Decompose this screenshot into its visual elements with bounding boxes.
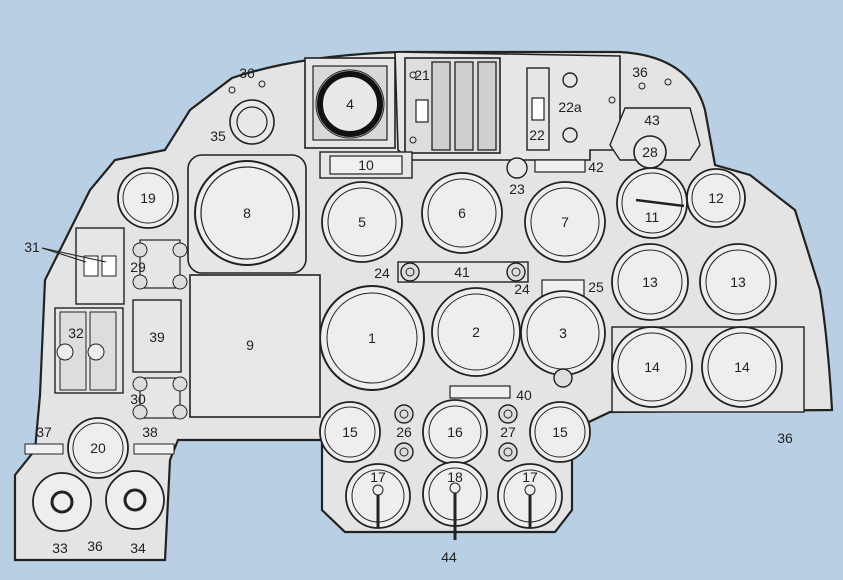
label-36-top-left: 36 [239,65,255,81]
label-16: 16 [447,424,463,440]
plate-42 [534,159,586,173]
label-15-right: 15 [552,424,568,440]
knob-34 [105,470,165,530]
label-28: 28 [642,144,658,160]
label-14-left: 14 [644,359,660,375]
label-6: 6 [458,205,466,221]
label-25: 25 [588,279,604,295]
label-2: 2 [472,324,480,340]
gauge-13-left [611,243,689,321]
label-37: 37 [36,424,52,440]
label-14-right: 14 [734,359,750,375]
label-27: 27 [500,424,516,440]
label-12: 12 [708,190,724,206]
bar-41 [397,261,529,283]
label-15-left: 15 [342,424,358,440]
label-3: 3 [559,325,567,341]
gauge-15-left [319,401,381,463]
label-10: 10 [358,157,374,173]
label-40: 40 [516,387,532,403]
label-26: 26 [396,424,412,440]
label-39: 39 [149,329,165,345]
gauge-20 [67,417,129,479]
label-22a: 22a [558,99,582,115]
label-43: 43 [644,112,660,128]
plate-37 [24,443,64,455]
label-30: 30 [130,391,146,407]
gauge-14-right [701,326,783,408]
gauge-14-left [611,326,693,408]
plate-38 [133,443,175,455]
label-23: 23 [509,181,525,197]
gauge-8 [194,160,300,266]
switch-box-31 [75,227,125,305]
label-36-bottom: 36 [87,538,103,554]
label-34: 34 [130,540,146,556]
label-22: 22 [529,127,545,143]
gauge-5 [321,181,403,263]
gauge-12 [686,168,746,228]
gauge-18 [422,461,488,540]
label-17-right: 17 [522,469,538,485]
gauge-2 [431,287,521,377]
label-35: 35 [210,128,226,144]
label-13-right: 13 [730,274,746,290]
box-39 [132,299,182,373]
knob-33 [32,472,92,532]
label-20: 20 [90,440,106,456]
knob-pair-26 [394,404,414,462]
gauge-13-right [699,243,777,321]
label-1: 1 [368,330,376,346]
label-29: 29 [130,259,146,275]
label-19: 19 [140,190,156,206]
gauge-6 [421,172,503,254]
knob-pair-27 [498,404,518,462]
label-38: 38 [142,424,158,440]
compass-4 [317,71,383,137]
plate-40 [449,385,511,399]
label-11: 11 [645,209,660,225]
label-5: 5 [358,214,366,230]
label-4: 4 [346,96,354,112]
label-32: 32 [68,325,84,341]
label-9: 9 [246,337,254,353]
label-33: 33 [52,540,68,556]
label-13-left: 13 [642,274,658,290]
label-24-right: 24 [514,281,530,297]
label-42: 42 [588,159,604,175]
label-44: 44 [441,549,457,565]
label-21: 21 [414,67,430,83]
switch-30 [132,376,188,420]
label-24-left: 24 [374,265,390,281]
gauge-23 [506,157,528,179]
panel-9 [189,274,321,418]
label-17-left: 17 [370,469,386,485]
gauge-7 [524,181,606,263]
gauge-19 [117,167,179,229]
label-18: 18 [447,469,463,485]
label-8: 8 [243,205,251,221]
label-31: 31 [24,239,40,255]
label-7: 7 [561,214,569,230]
gauge-17-left [345,463,411,529]
gauge-15-right [529,401,591,463]
label-36-top-right: 36 [632,64,648,80]
gauge-17-right [497,463,563,529]
box-43 [609,107,701,161]
label-41: 41 [454,264,470,280]
switch-29 [132,239,188,290]
label-36-right: 36 [777,430,793,446]
